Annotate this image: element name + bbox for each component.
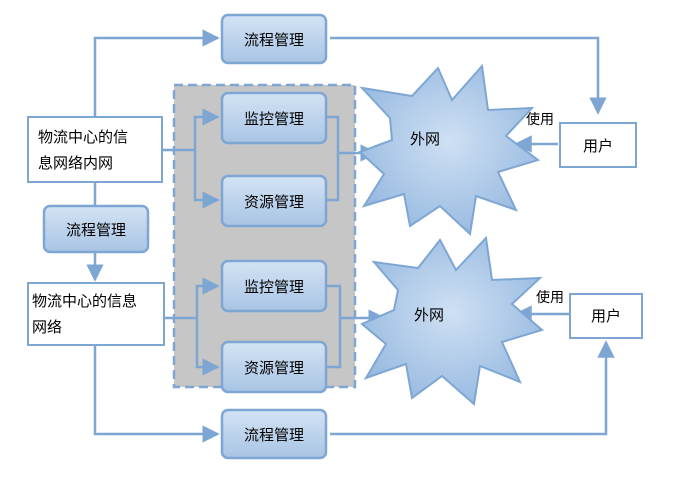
process-mid-label: 流程管理 xyxy=(66,221,126,239)
monitor-1-label: 监控管理 xyxy=(244,110,304,128)
user-2-label: 用户 xyxy=(591,307,621,325)
resource-2-label: 资源管理 xyxy=(244,359,304,377)
edge-process-top-to-user-1 xyxy=(330,36,607,115)
user-2-node: 用户 xyxy=(569,293,643,339)
extranet-2-blob xyxy=(360,235,545,406)
edge-monitor-1-out xyxy=(326,115,340,202)
extranet-2-label: 外网 xyxy=(414,306,444,324)
user-1-label: 用户 xyxy=(583,137,613,155)
edge-branch-2-to-resource-2 xyxy=(195,318,220,376)
process-top-label: 流程管理 xyxy=(244,31,304,49)
edge-monitor-2-out xyxy=(326,284,342,369)
edge-network-to-process-bottom xyxy=(93,345,220,443)
monitor-2-node: 监控管理 xyxy=(220,259,328,313)
edge-branch-1-to-resource-1 xyxy=(193,150,220,209)
network-node: 物流中心的信息 网络 xyxy=(27,282,165,346)
monitor-2-label: 监控管理 xyxy=(244,278,304,296)
process-top-node: 流程管理 xyxy=(220,13,328,65)
use-label-1: 使用 xyxy=(526,111,554,128)
extranet-1-label: 外网 xyxy=(410,130,440,148)
network-label-line2: 网络 xyxy=(32,318,62,336)
resource-1-node: 资源管理 xyxy=(220,174,328,228)
edge-branch-1-to-monitor-1 xyxy=(193,108,220,150)
edge-process-bottom-to-user-2 xyxy=(330,340,615,436)
intranet-label-line2: 息网络内网 xyxy=(38,154,113,172)
intranet-node: 物流中心的信 息网络内网 xyxy=(27,116,163,183)
resource-1-label: 资源管理 xyxy=(244,193,304,211)
use-label-2: 使用 xyxy=(536,289,564,306)
extranet-1-blob xyxy=(358,63,541,237)
process-mid-node: 流程管理 xyxy=(42,204,150,254)
connectors xyxy=(86,29,615,443)
network-label-line1: 物流中心的信息 xyxy=(32,292,137,310)
resource-2-node: 资源管理 xyxy=(220,340,328,394)
user-1-node: 用户 xyxy=(559,122,637,168)
monitor-1-node: 监控管理 xyxy=(220,91,328,145)
intranet-label-line1: 物流中心的信 xyxy=(38,128,128,146)
edge-branch-2-to-monitor-2 xyxy=(195,277,220,318)
process-bottom-node: 流程管理 xyxy=(220,408,328,460)
edge-intranet-to-process-top xyxy=(93,29,220,117)
process-bottom-label: 流程管理 xyxy=(244,426,304,444)
